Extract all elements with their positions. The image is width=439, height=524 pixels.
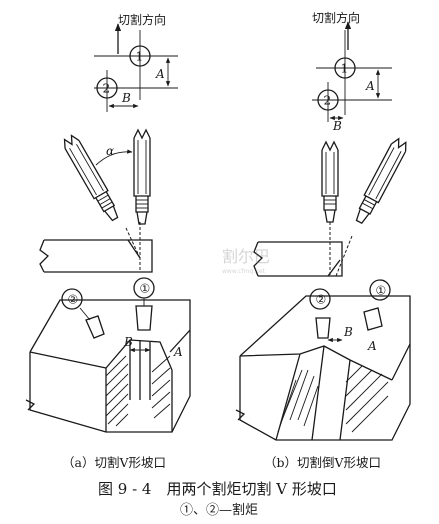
panel-b-block-body xyxy=(239,344,411,441)
panel-a-torch-2-marker xyxy=(96,77,118,99)
panel-b-bevel-hatch xyxy=(277,369,319,433)
figure-title: 图 9 - 4 用两个割炬切割 V 形坡口 xyxy=(98,480,337,498)
panel-a-3d-torch-1-label: ① xyxy=(140,282,151,296)
panel-a-block-top xyxy=(29,299,191,353)
panel-a-block-body xyxy=(29,330,191,433)
panel-b-break-mark xyxy=(235,409,246,421)
panel-a-torch-2-label: 2 xyxy=(103,82,111,96)
panel-a-3d-torch-2 xyxy=(85,315,105,339)
panel-b-3d-torch-2-marker xyxy=(309,288,331,310)
panel-a-direction-label: 切割方向 xyxy=(118,12,166,27)
panel-b-3d-view: ② ① B A xyxy=(235,279,411,441)
panel-b-block-top xyxy=(239,295,411,381)
panel-a-plate xyxy=(44,239,153,273)
panel-a-break-mark xyxy=(25,399,36,411)
panel-b-3d-torch-1-marker xyxy=(369,279,391,301)
panel-b-3d-torch-2 xyxy=(315,317,331,339)
panel-b-3d-torch-1-label: ① xyxy=(376,284,387,298)
panel-b-torch-2-marker xyxy=(317,89,339,111)
panel-a-angle-label: α xyxy=(106,144,114,158)
watermark-line-1: 割尔巴 xyxy=(222,247,270,266)
panel-b-3d-dim-a-label: A xyxy=(367,339,377,353)
panel-a-plate-break xyxy=(39,239,49,273)
panel-a-side-view: α xyxy=(39,128,153,273)
panel-a-3d-torch-2-marker xyxy=(61,288,83,310)
panel-b-3d-dim-b-label: B xyxy=(343,325,353,339)
panel-a-groove-walls xyxy=(129,340,151,400)
panel-b-plan-view: 切割方向 1 2 A B xyxy=(312,10,392,133)
panel-b-direction-label: 切割方向 xyxy=(312,10,360,25)
panel-a-3d-dim-a-label: A xyxy=(173,345,183,359)
figure-subtitle: ①、②—割炬 xyxy=(180,502,258,518)
panel-b-side-view xyxy=(253,137,407,277)
panel-b-cut-line-2 xyxy=(335,235,353,277)
panel-a-torch-inclined xyxy=(63,134,119,222)
panel-b-torch-inclined xyxy=(355,137,407,225)
panel-a-plan-view: 切割方向 1 2 A B xyxy=(94,12,178,112)
panel-b-side-hatch xyxy=(345,365,389,433)
panel-b-dim-b-label: B xyxy=(332,119,342,133)
panel-a-bevel-hatch xyxy=(105,355,129,427)
panel-a-side-hatch xyxy=(151,355,171,419)
panel-a-3d-view: ② ① B A xyxy=(25,277,191,433)
panel-b-torch-1-marker xyxy=(334,57,356,79)
panel-a-torch-1-marker xyxy=(129,45,151,67)
panel-b-caption: （b）切割倒V形坡口 xyxy=(264,455,381,470)
panel-a-3d-dim-b-label: B xyxy=(123,335,133,349)
panel-a-torch-vertical xyxy=(133,128,151,225)
panel-a-bevel xyxy=(127,239,141,259)
panel-a-torch-1-label: 1 xyxy=(136,50,144,64)
panel-a-dim-b-label: B xyxy=(121,91,131,105)
panel-b-plate-break xyxy=(253,241,263,277)
panel-b-torch-2-label: 2 xyxy=(324,94,332,108)
panel-b-3d-torch-1 xyxy=(363,307,383,331)
watermark: 割尔巴 www.cfmq.net xyxy=(222,247,270,275)
panel-a-angle-arc xyxy=(95,149,133,166)
panel-a-cut-line-2 xyxy=(125,227,141,259)
panel-b-torch-vertical xyxy=(321,140,339,223)
panel-a-groove-edges xyxy=(105,339,173,371)
watermark-line-2: www.cfmq.net xyxy=(222,268,266,275)
panel-a-dim-a-label: A xyxy=(155,67,165,81)
panel-a-3d-torch-2-label: ② xyxy=(68,293,79,307)
panel-a-caption: （a）切割V形坡口 xyxy=(62,455,166,470)
panel-b-groove-walls xyxy=(275,345,351,441)
panel-b-torch-1-label: 1 xyxy=(341,62,349,76)
panel-a-3d-torch-1 xyxy=(135,305,153,331)
panel-b-dim-a-label: A xyxy=(365,79,375,93)
panel-a-front-top-edge xyxy=(29,351,107,369)
panel-b-3d-torch-2-label: ② xyxy=(316,293,327,307)
panel-b-plate xyxy=(258,241,343,277)
